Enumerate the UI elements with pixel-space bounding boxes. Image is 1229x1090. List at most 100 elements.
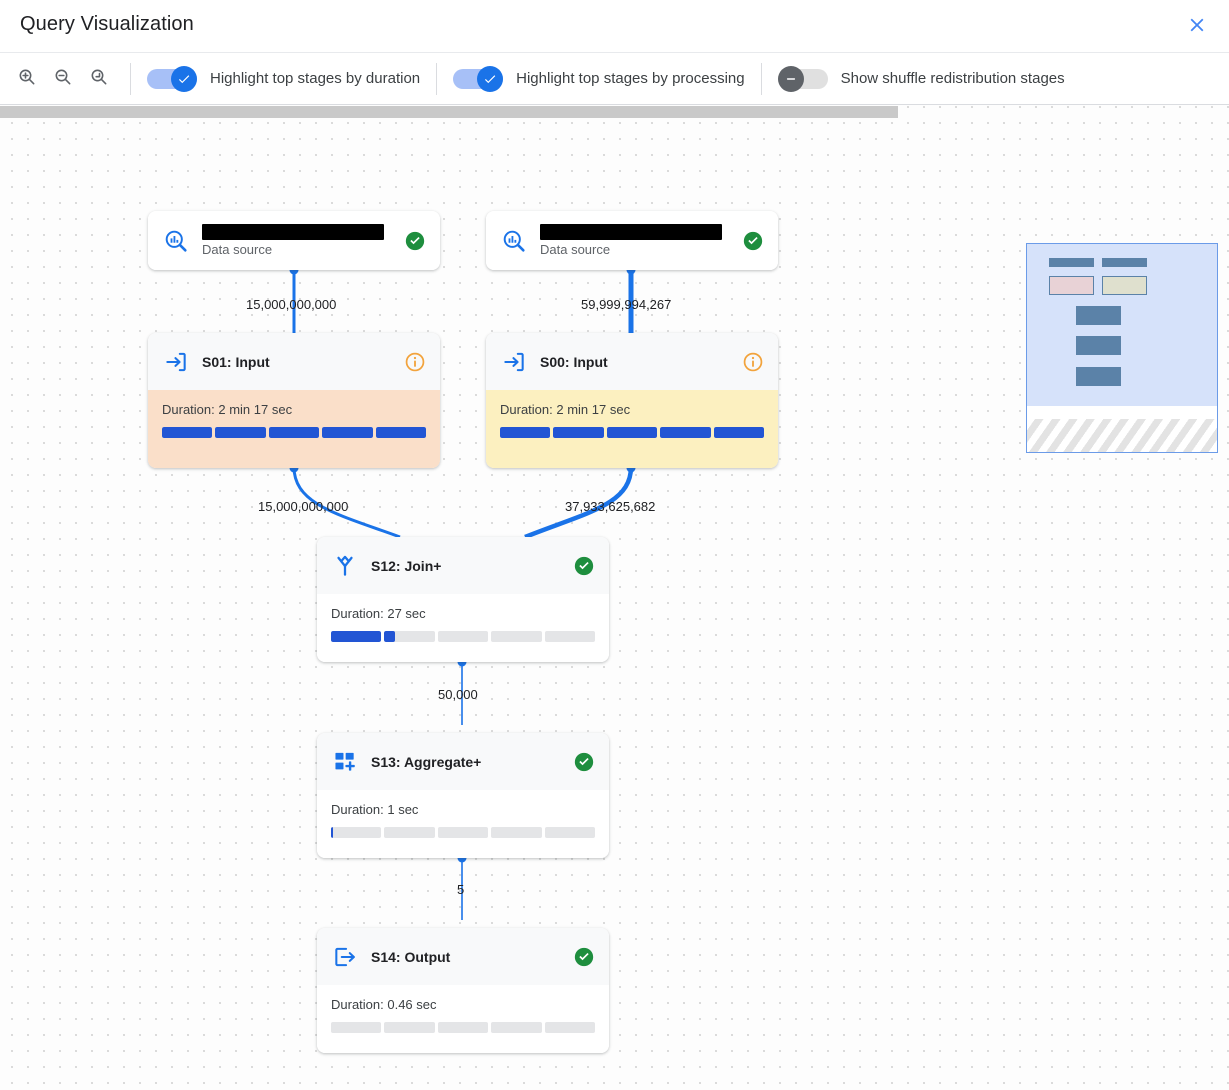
edge-label: 15,000,000,000 — [246, 297, 337, 312]
zoom-controls — [0, 64, 114, 94]
zoom-out-icon — [53, 67, 73, 90]
progress-segment — [162, 427, 213, 438]
progress-segment — [491, 827, 542, 838]
switch-thumb — [171, 65, 197, 92]
toggle-show-shuffle[interactable]: Show shuffle redistribution stages — [777, 65, 1065, 92]
toggle-show-shuffle-switch[interactable] — [777, 65, 828, 92]
toolbar-divider-3 — [760, 62, 762, 95]
minimap-node — [1049, 258, 1094, 267]
progress-segment — [384, 827, 435, 838]
edge-label: 50,000 — [438, 687, 478, 702]
node-body: Duration: 2 min 17 sec — [148, 390, 440, 468]
zoom-in-button[interactable] — [12, 64, 42, 94]
minus-icon — [786, 77, 795, 80]
node-header: S00: Input — [486, 333, 778, 390]
check-circle-icon — [404, 230, 426, 252]
duration-label: Duration: 2 min 17 sec — [500, 402, 631, 417]
progress-bar — [331, 1022, 596, 1033]
toggle-highlight-processing-label: Highlight top stages by processing — [516, 70, 745, 87]
progress-segment — [660, 427, 711, 438]
progress-segment — [331, 827, 382, 838]
progress-bar — [331, 631, 596, 642]
duration-label: Duration: 1 sec — [331, 802, 419, 817]
duration-label: Duration: 2 min 17 sec — [162, 402, 293, 417]
title-bar: Query Visualization — [0, 0, 1229, 52]
toggle-highlight-duration-label: Highlight top stages by duration — [210, 70, 421, 87]
toggle-highlight-duration-switch[interactable] — [147, 65, 197, 92]
zoom-out-button[interactable] — [48, 64, 78, 94]
minimap-node — [1076, 306, 1121, 325]
progress-segment — [384, 631, 435, 642]
minimap-node-highlight-yellow — [1102, 276, 1147, 295]
close-button[interactable] — [1179, 8, 1215, 44]
progress-segment — [384, 1022, 435, 1033]
minimap-node-highlight-orange — [1049, 276, 1094, 295]
check-icon — [485, 74, 496, 83]
node-title: S12: Join+ — [371, 557, 442, 574]
minimap-node — [1076, 367, 1121, 386]
join-merge-icon — [331, 552, 359, 580]
node-title: S13: Aggregate+ — [371, 753, 482, 770]
node-header: S13: Aggregate+ — [317, 733, 609, 790]
node-body: Duration: 27 sec — [317, 594, 609, 662]
progress-segment — [437, 1022, 489, 1033]
edge-line — [524, 466, 634, 540]
progress-segment — [544, 631, 596, 642]
duration-label: Duration: 0.46 sec — [331, 997, 437, 1012]
node-title: S14: Output — [371, 948, 451, 965]
page-title: Query Visualization — [20, 13, 194, 35]
info-circle-icon[interactable] — [404, 351, 426, 373]
toggle-highlight-processing[interactable]: Highlight top stages by processing — [453, 65, 745, 92]
minimap-viewport — [1027, 244, 1217, 407]
minimap[interactable] — [1026, 243, 1218, 453]
node-body: Duration: 2 min 17 sec — [486, 390, 778, 468]
check-icon — [178, 74, 190, 83]
zoom-reset-button[interactable] — [84, 64, 114, 94]
toggle-highlight-duration[interactable]: Highlight top stages by duration — [147, 65, 421, 92]
node-header: S12: Join+ — [317, 537, 609, 594]
check-circle-icon — [742, 230, 764, 252]
data-source-search-icon — [500, 227, 528, 255]
zoom-reset-icon — [89, 67, 109, 90]
minimap-hatched-area — [1027, 418, 1217, 452]
minimap-blank-area — [1027, 406, 1217, 419]
horizontal-scrollbar-thumb[interactable] — [0, 106, 898, 118]
close-icon — [1186, 14, 1208, 39]
check-circle-icon — [573, 555, 595, 577]
node-data-source-right[interactable]: Data source — [486, 211, 778, 270]
progress-segment — [437, 827, 489, 838]
edge-label: 37,933,625,682 — [565, 499, 656, 514]
progress-segment — [713, 427, 765, 438]
progress-segment — [268, 427, 320, 438]
node-s12-join[interactable]: S12: Join+ Duration: 27 sec — [317, 537, 609, 662]
progress-segment — [491, 1022, 542, 1033]
progress-segment — [553, 427, 604, 438]
data-source-labels: Data source — [202, 224, 392, 257]
data-source-subtitle: Data source — [540, 242, 611, 257]
minimap-node — [1102, 258, 1147, 267]
node-s01-input[interactable]: S01: Input Duration: 2 min 17 sec — [148, 333, 440, 468]
edge-label: 15,000,000,000 — [258, 499, 349, 514]
node-title: S00: Input — [540, 353, 608, 370]
info-circle-icon[interactable] — [742, 351, 764, 373]
node-s14-output[interactable]: S14: Output Duration: 0.46 sec — [317, 928, 609, 1053]
node-s13-aggregate[interactable]: S13: Aggregate+ Duration: 1 sec — [317, 733, 609, 858]
progress-segment — [322, 427, 373, 438]
data-source-labels: Data source — [540, 224, 730, 257]
toggle-highlight-processing-switch[interactable] — [453, 65, 504, 92]
node-header: S14: Output — [317, 928, 609, 985]
graph-canvas[interactable]: 15,000,000,000 59,999,994,267 15,000,000… — [0, 105, 1229, 1090]
toolbar-divider — [130, 62, 131, 95]
edge-label: 5 — [457, 882, 465, 897]
check-circle-icon — [573, 946, 595, 968]
edge-label: 59,999,994,267 — [581, 297, 672, 312]
horizontal-scrollbar[interactable] — [0, 105, 1229, 119]
redacted-table-name — [540, 224, 722, 240]
check-circle-icon — [573, 751, 595, 773]
data-source-search-icon — [162, 227, 190, 255]
node-body: Duration: 0.46 sec — [317, 985, 609, 1053]
progress-segment — [491, 631, 542, 642]
progress-segment — [375, 427, 427, 438]
node-s00-input[interactable]: S00: Input Duration: 2 min 17 sec — [486, 333, 778, 468]
node-data-source-left[interactable]: Data source — [148, 211, 440, 270]
